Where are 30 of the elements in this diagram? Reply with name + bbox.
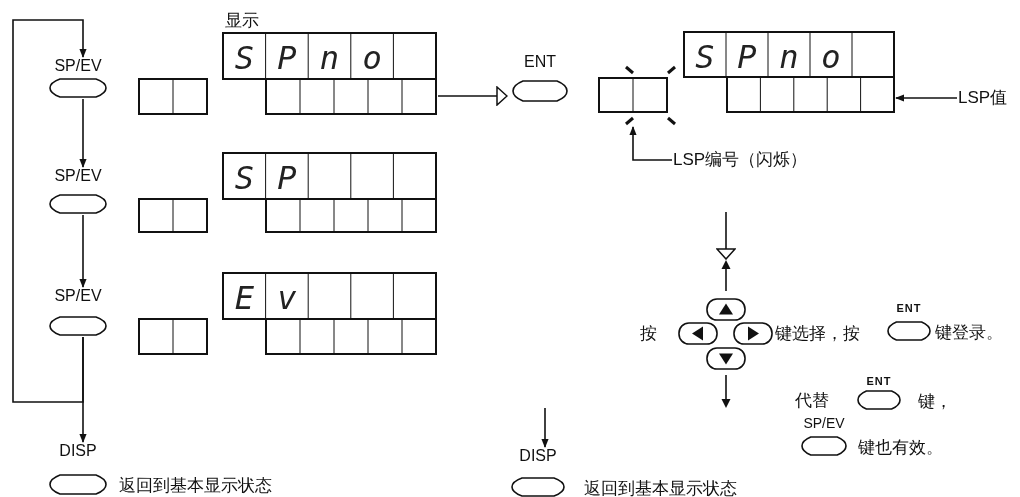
arrow [629, 126, 673, 161]
arrow [79, 336, 87, 443]
key-label: SP/EV [53, 288, 103, 304]
key-label: DISP [58, 443, 98, 459]
key-description: 返回到基本显示状态 [584, 480, 737, 497]
key-label: ENT [523, 54, 557, 70]
key-label: ENT [865, 376, 893, 387]
key-label: ENT [895, 303, 923, 314]
arrow [895, 94, 958, 102]
key-label: SP/EV [53, 58, 103, 74]
block-arrow [716, 211, 736, 260]
instruction-text: 键选择，按 [775, 325, 860, 342]
annotation-text: LSP编号（闪烁） [673, 151, 808, 170]
key-label: DISP [518, 448, 558, 464]
display-caption: 显示 [225, 12, 259, 29]
key-label: SP/EV [53, 168, 103, 184]
instruction-text: 代替 [795, 392, 829, 409]
arrow [79, 214, 87, 288]
key-description: 键， [918, 393, 952, 410]
key-label: SP/EV [802, 416, 846, 430]
segment-display-text: SPno [695, 40, 864, 73]
annotation-text: LSP值 [958, 89, 1008, 108]
arrow [79, 98, 87, 168]
instruction-text: 按 [640, 325, 657, 342]
key-description: 键登录。 [935, 324, 1003, 341]
block-arrow [437, 86, 508, 106]
key-description: 返回到基本显示状态 [119, 477, 272, 494]
key-description: 键也有效。 [858, 439, 943, 456]
arrow [12, 19, 87, 403]
arrow [541, 407, 549, 448]
